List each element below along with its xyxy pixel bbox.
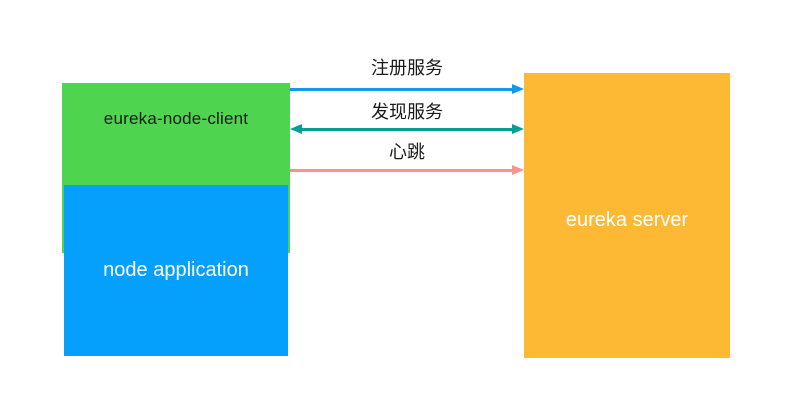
arrowhead-right-icon <box>512 124 524 134</box>
arrow-label-register-service: 注册服务 <box>371 58 443 78</box>
arrow-line-heartbeat <box>290 169 512 172</box>
arrow-line-register-service <box>290 88 512 91</box>
arrowhead-right-icon <box>512 165 524 175</box>
node-eureka-node-client-label: eureka-node-client <box>103 109 249 128</box>
node-eureka-server-label: eureka server <box>565 209 689 231</box>
arrowhead-right-icon <box>512 84 524 94</box>
arrow-label-discover-service: 发现服务 <box>371 102 443 122</box>
arrow-line-discover-service <box>302 128 512 131</box>
node-node-application: node application <box>64 185 288 356</box>
node-eureka-server: eureka server <box>524 73 730 358</box>
arrow-label-heartbeat: 心跳 <box>389 142 425 162</box>
node-node-application-label: node application <box>103 259 249 281</box>
arrowhead-left-icon <box>290 124 302 134</box>
